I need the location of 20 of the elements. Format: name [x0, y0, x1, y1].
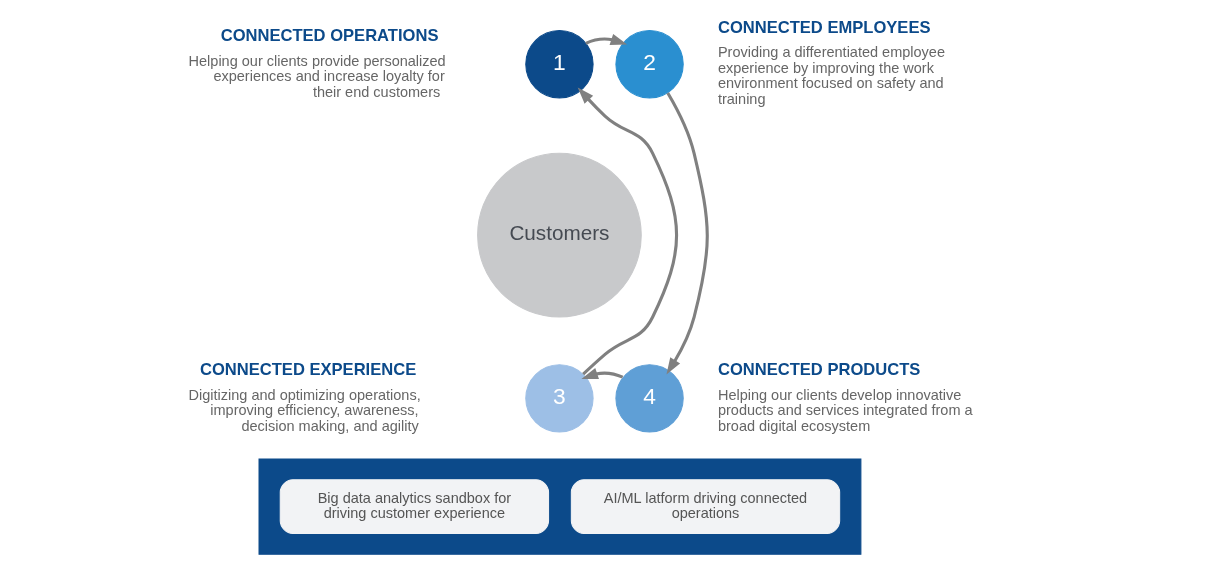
node-circle: 3 [524, 364, 594, 433]
node-circle: 2 [614, 30, 684, 99]
node-box: Big data analytics sandbox for driving customer experience [279, 479, 549, 535]
node-label: CONNECTED EXPERIENCE [199, 360, 416, 380]
cluster [258, 458, 861, 555]
arrow [584, 33, 627, 45]
arrow [577, 87, 678, 376]
node-circle: 4 [614, 364, 684, 433]
arrow [580, 368, 623, 380]
node-box: AI/ML latform driving connected operations [570, 479, 840, 535]
node-label: Helping our clients provide personalized experiences and increase loyalty for their end customers [188, 52, 446, 100]
node-label: CONNECTED PRODUCTS [717, 360, 920, 380]
node-label: CONNECTED OPERATIONS [220, 26, 438, 46]
node-label: Providing a differentiated employee experience by improving the work environment focused on safety and training [717, 44, 945, 107]
node-label: Digitizing and optimizing operations, improving efficiency, awareness, decision making, and agility [188, 386, 421, 434]
node-circle: 1 [524, 30, 594, 99]
arrow [665, 92, 709, 375]
node-circle: Customers [476, 152, 642, 318]
node-label: CONNECTED EMPLOYEES [717, 17, 931, 37]
node-label: Helping our clients develop innovative products and services integrated from a broad digital ecosystem [717, 386, 973, 434]
